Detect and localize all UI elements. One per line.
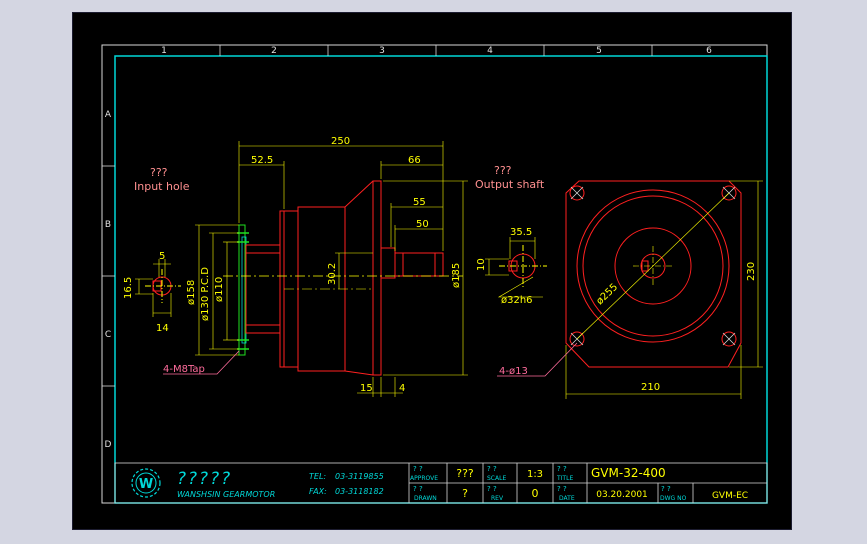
grid-row-b: B [105, 220, 111, 230]
drawn-question: ? ? [413, 485, 423, 493]
dim-185: ø185 [451, 263, 462, 288]
scale-question: ? ? [487, 465, 497, 473]
dwg-value: GVM-EC [712, 491, 748, 501]
tel-label: TEL: [309, 472, 326, 481]
side-view-dims: 250 52.5 66 55 50 30.2 ø185 ø158 ø130 P.… [186, 136, 462, 394]
output-shaft-label: ??? Output shaft [475, 164, 545, 191]
dim-130-pcd: ø130 P.C.D [200, 267, 211, 321]
dim-30-2: 30.2 [327, 263, 338, 285]
approve-label: APPROVE [410, 475, 438, 482]
input-hole-text: Input hole [134, 180, 190, 193]
drawing-viewport[interactable]: 1 2 3 4 5 6 A B C D 5 16.5 14 [72, 12, 792, 530]
input-hole-label: ??? Input hole [134, 166, 190, 193]
dim-66: 66 [408, 155, 421, 166]
gearmotor-side-view [223, 180, 463, 376]
grid-col-6: 6 [706, 46, 712, 56]
approve-question: ? ? [413, 465, 423, 473]
grid-col-1: 1 [161, 46, 167, 56]
dim-52-5: 52.5 [251, 155, 273, 166]
output-shaft-text: Output shaft [475, 178, 545, 191]
side-view-dim-lines [195, 141, 468, 397]
cad-drawing: 1 2 3 4 5 6 A B C D 5 16.5 14 [101, 44, 768, 504]
company-name-en: WANSHSIN GEARMOTOR [177, 490, 275, 499]
date-label: DATE [559, 495, 575, 502]
rev-label: REV [491, 495, 504, 502]
dim-output-35-5: 35.5 [510, 227, 532, 238]
drawn-label: DRAWN [414, 495, 437, 502]
title-block [114, 462, 768, 504]
output-shaft-detail [485, 237, 547, 298]
title-label: TITLE [556, 475, 573, 482]
dwg-question: ? ? [661, 485, 671, 493]
logo-letter: W [139, 477, 153, 492]
input-hole-dims: 5 16.5 14 [123, 251, 169, 334]
dwg-label: DWG NO [660, 495, 687, 502]
grid-row-a: A [105, 110, 112, 120]
title-value: GVM-32-400 [591, 466, 666, 480]
input-hole-detail [135, 259, 181, 317]
dim-55: 55 [413, 197, 426, 208]
grid-col-5: 5 [596, 46, 602, 56]
title-question: ? ? [557, 465, 567, 473]
scale-label: SCALE [487, 475, 506, 482]
dim-50: 50 [416, 219, 429, 230]
scale-value: 1:3 [527, 469, 543, 480]
rev-question: ? ? [487, 485, 497, 493]
grid-row-d: D [105, 440, 112, 450]
grid-row-c: C [105, 330, 111, 340]
grid-col-2: 2 [271, 46, 277, 56]
approve-value: ??? [456, 467, 474, 480]
hole-callout-text: 4-ø13 [499, 366, 528, 377]
company-logo: W [131, 468, 161, 498]
tap-callout: 4-M8Tap [163, 350, 240, 375]
input-hole-question: ??? [150, 166, 168, 179]
tap-callout-text: 4-M8Tap [163, 364, 205, 375]
company-info: ????? WANSHSIN GEARMOTOR TEL: 03-3119855… [177, 469, 384, 499]
fax-number: 03-3118182 [335, 487, 384, 496]
dim-output-32h6: ø32h6 [501, 295, 533, 306]
gearmotor-front-view [497, 180, 763, 399]
dim-15: 15 [360, 383, 373, 394]
dim-230: 230 [746, 262, 757, 281]
date-value: 03.20.2001 [596, 490, 648, 500]
rev-value: 0 [532, 487, 539, 500]
grid-col-3: 3 [379, 46, 385, 56]
grid-labels: 1 2 3 4 5 6 A B C D [105, 46, 713, 450]
fax-label: FAX: [309, 487, 327, 496]
dim-output-10: 10 [476, 258, 487, 271]
dim-4: 4 [399, 383, 405, 394]
company-name-cn: ????? [177, 469, 232, 489]
dim-250: 250 [331, 136, 350, 147]
output-shaft-question: ??? [494, 164, 512, 177]
dim-210: 210 [641, 382, 660, 393]
dim-158: ø158 [186, 280, 197, 305]
grid-col-4: 4 [487, 46, 493, 56]
dim-input-14: 14 [156, 323, 169, 334]
title-block-fields: ? ? APPROVE ??? ? ? DRAWN ? ? ? SCALE 1:… [410, 465, 748, 502]
dim-input-16-5: 16.5 [123, 277, 134, 299]
output-shaft-dims: 35.5 10 ø32h6 [476, 227, 533, 306]
dim-255: ø255 [594, 282, 620, 307]
date-question: ? ? [557, 485, 567, 493]
drawn-value: ? [462, 487, 468, 500]
tel-number: 03-3119855 [335, 472, 384, 481]
dim-input-5: 5 [159, 251, 165, 262]
dim-110: ø110 [214, 277, 225, 302]
